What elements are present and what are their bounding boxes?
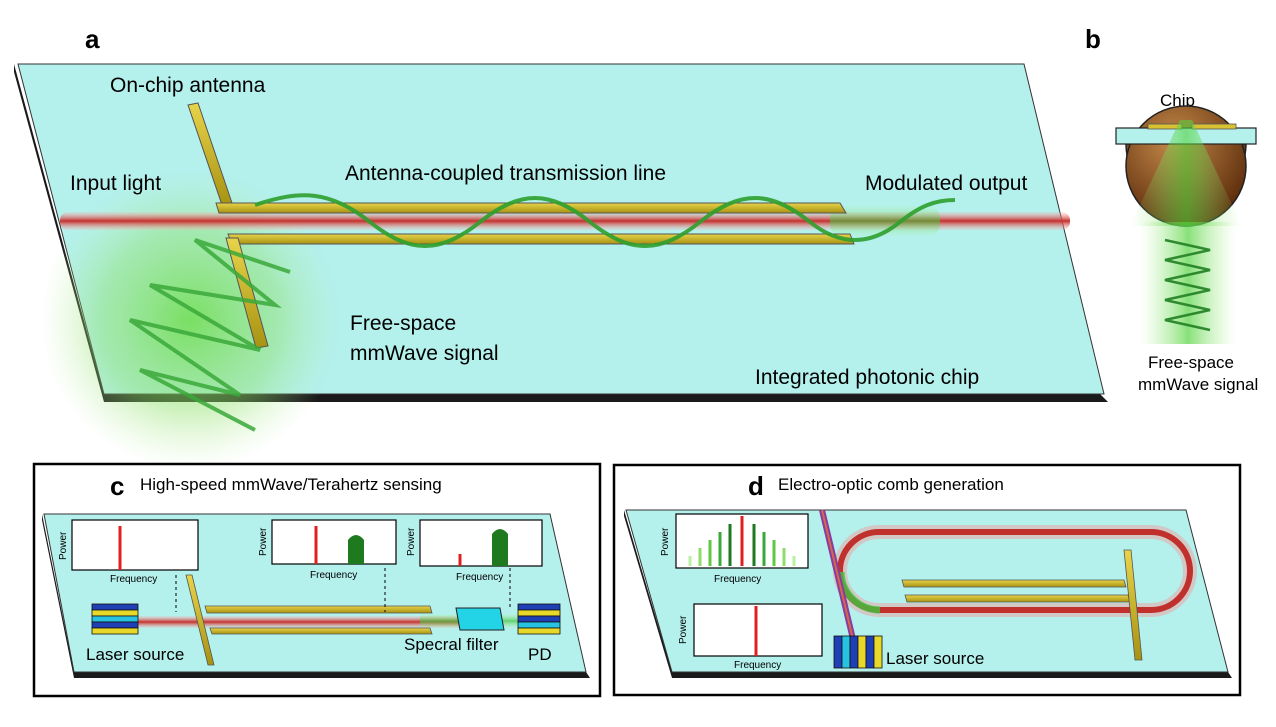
panel-letter-d: d <box>748 471 764 501</box>
c-label-filter: Specral filter <box>404 635 499 654</box>
panel-letter-c: c <box>110 471 124 501</box>
label-b-free-space-2: mmWave signal <box>1138 375 1258 394</box>
d-antenna <box>1123 549 1143 661</box>
c-spectral-filter <box>455 607 505 631</box>
electrode-bottom <box>227 233 855 245</box>
panel-d-frame <box>612 463 1242 697</box>
label-free-space-1: Free-space <box>350 312 456 335</box>
free-space-mmwave <box>128 238 291 432</box>
beam-cone <box>1130 120 1242 226</box>
d-plot-laser: Power Frequency <box>678 603 823 671</box>
c-label-pd: PD <box>528 645 552 664</box>
d-label-laser: Laser source <box>886 649 984 668</box>
panel-c-frame <box>32 462 602 698</box>
panel-c-title: High-speed mmWave/Terahertz sensing <box>140 475 442 494</box>
panel-a: On-chip antenna Input light Antenna-coup… <box>14 24 1108 470</box>
c-plot-2-sideband <box>348 535 364 564</box>
label-chip: Chip <box>1160 91 1195 110</box>
d-plot-comb-ylabel: Power <box>660 527 671 556</box>
d-chip-edge-bottom <box>672 672 1232 678</box>
d-electrode-bottom <box>904 594 1131 603</box>
c-plot-1-xlabel: Frequency <box>110 574 157 585</box>
c-electrode-top <box>204 605 433 614</box>
c-photodetector <box>517 603 561 635</box>
chip-electrode-right <box>1191 123 1237 130</box>
d-plot-comb: Power Frequency <box>660 513 809 585</box>
c-plot-2: Power Frequency <box>258 519 397 581</box>
c-label-laser: Laser source <box>86 645 184 664</box>
label-free-space-2: mmWave signal <box>350 342 499 365</box>
panel-c: c High-speed mmWave/Terahertz sensing <box>32 462 602 698</box>
label-modulated-output: Modulated output <box>865 172 1027 195</box>
mmwave-glow <box>40 170 340 470</box>
label-on-chip-antenna: On-chip antenna <box>110 74 266 97</box>
c-plot-3-xlabel: Frequency <box>456 572 503 583</box>
label-b-free-space-1: Free-space <box>1148 353 1234 372</box>
d-plot-laser-xlabel: Frequency <box>734 660 781 671</box>
c-plot-3: Power Frequency <box>406 519 543 583</box>
panel-d-title: Electro-optic comb generation <box>778 475 1004 494</box>
chip-slab-bottom <box>104 394 1108 402</box>
label-photonic-chip: Integrated photonic chip <box>755 366 979 389</box>
d-plot-laser-ylabel: Power <box>678 615 689 644</box>
label-input-light: Input light <box>70 172 161 195</box>
c-plot-1-ylabel: Power <box>58 531 69 560</box>
c-chip-edge <box>42 514 74 678</box>
c-plot-3-ylabel: Power <box>406 527 417 556</box>
label-transmission-line: Antenna-coupled transmission line <box>345 162 666 185</box>
panel-letter-a: a <box>85 24 100 54</box>
c-laser-source <box>91 603 139 635</box>
b-mmwave-zigzag <box>1164 238 1211 332</box>
c-plot-1: Power Frequency <box>58 519 199 585</box>
antenna-lower-arm <box>225 237 269 349</box>
c-electrode-bottom <box>209 627 433 635</box>
d-ring-green-arc <box>837 571 881 614</box>
c-plot-3-sideband <box>492 529 508 566</box>
d-laser-source <box>833 635 883 669</box>
c-light-beam <box>135 616 465 628</box>
d-ring <box>837 529 1193 613</box>
d-electrode-top <box>901 579 1127 588</box>
d-bus-waveguide-glow <box>821 509 859 661</box>
c-antenna <box>185 574 215 666</box>
guided-mmwave <box>254 193 956 248</box>
c-plot-2-xlabel: Frequency <box>310 570 357 581</box>
c-plot-2-ylabel: Power <box>258 527 269 556</box>
beam-column <box>1140 222 1236 344</box>
d-chip-edge <box>624 510 672 678</box>
c-chip-edge-bottom <box>74 672 590 678</box>
panel-d: d Electro-optic comb generation <box>612 463 1242 697</box>
electrode-top <box>215 202 847 214</box>
panel-letter-b: b <box>1085 24 1101 54</box>
d-plot-comb-xlabel: Frequency <box>714 574 761 585</box>
panel-b: b Chip Free-space mmWave signal <box>1085 24 1258 394</box>
